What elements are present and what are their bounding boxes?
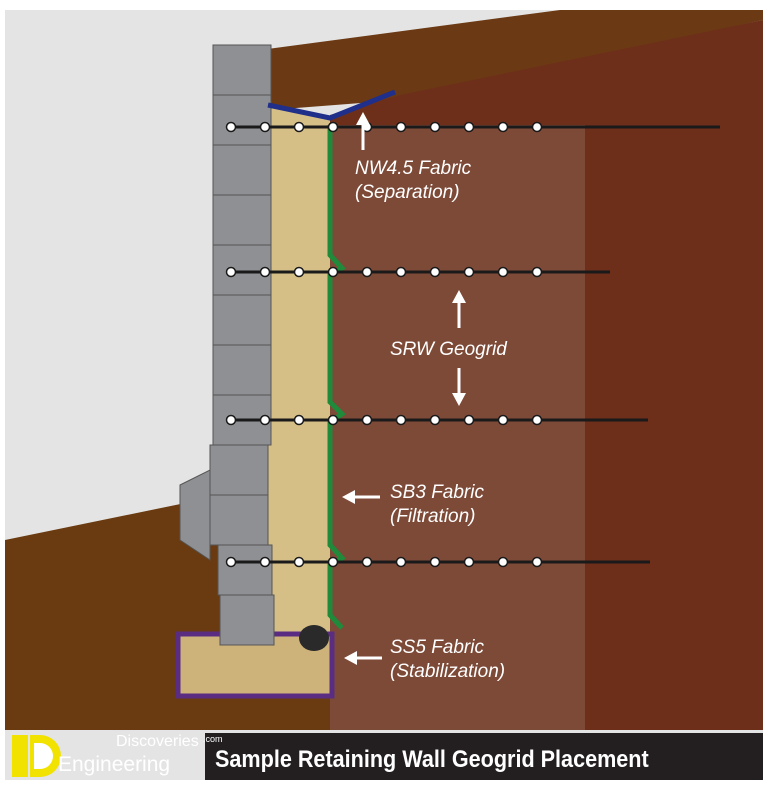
geogrid-node bbox=[225, 556, 237, 568]
geogrid-node bbox=[395, 556, 407, 568]
geogrid-node bbox=[259, 266, 271, 278]
geogrid-node bbox=[463, 556, 475, 568]
logo-engineering: Engineering bbox=[58, 753, 171, 776]
geogrid-node bbox=[225, 266, 237, 278]
geogrid-node bbox=[293, 121, 305, 133]
label-line: SS5 Fabric bbox=[390, 637, 484, 658]
logo-discoveries: Discoveries bbox=[116, 733, 199, 750]
geogrid-node bbox=[225, 121, 237, 133]
geogrid-node bbox=[429, 121, 441, 133]
geogrid-node bbox=[293, 266, 305, 278]
sb3-fabric-label: SB3 Fabric (Filtration) bbox=[390, 481, 484, 529]
geogrid-node bbox=[259, 556, 271, 568]
geogrid-node bbox=[327, 266, 339, 278]
geogrid-node bbox=[531, 266, 543, 278]
diagram-title: Sample Retaining Wall Geogrid Placement bbox=[215, 746, 649, 773]
geogrid-node bbox=[293, 414, 305, 426]
geogrid-node bbox=[327, 121, 339, 133]
srw-geogrid-label: SRW Geogrid bbox=[390, 339, 507, 360]
label-line: SB3 Fabric bbox=[390, 482, 484, 503]
logo-com: .com bbox=[203, 734, 223, 744]
ss5-fabric-label: SS5 Fabric (Stabilization) bbox=[390, 636, 505, 684]
geogrid-node bbox=[225, 414, 237, 426]
title-banner bbox=[205, 733, 763, 780]
arrows bbox=[342, 112, 466, 665]
label-line: (Stabilization) bbox=[390, 661, 506, 682]
geogrid-node bbox=[361, 414, 373, 426]
geogrid-node bbox=[395, 121, 407, 133]
geogrid-node bbox=[531, 414, 543, 426]
label-line: (Separation) bbox=[355, 182, 460, 203]
nw45-fabric-label: NW4.5 Fabric (Separation) bbox=[355, 157, 471, 205]
geogrid-node bbox=[531, 121, 543, 133]
geogrid-node bbox=[497, 556, 509, 568]
separation-fabric bbox=[267, 89, 396, 121]
geogrid-node bbox=[327, 556, 339, 568]
geogrid-node bbox=[463, 414, 475, 426]
geogrid-node bbox=[293, 556, 305, 568]
geogrid-node bbox=[463, 121, 475, 133]
geogrid-node bbox=[327, 414, 339, 426]
label-line: NW4.5 Fabric bbox=[355, 158, 472, 179]
geogrid-node bbox=[259, 414, 271, 426]
ground-surface bbox=[260, 10, 763, 110]
reinforced-soil-zone bbox=[330, 125, 585, 730]
geogrid-node bbox=[497, 266, 509, 278]
geogrid-node bbox=[497, 121, 509, 133]
drain-pipe bbox=[299, 625, 329, 651]
geogrid-node bbox=[463, 266, 475, 278]
geogrid-node bbox=[361, 556, 373, 568]
geogrid-node bbox=[395, 414, 407, 426]
geogrid-node bbox=[429, 556, 441, 568]
geogrid-node bbox=[361, 266, 373, 278]
geogrid-node bbox=[259, 121, 271, 133]
engineering-discoveries-logo-icon bbox=[12, 735, 61, 777]
geogrid-node bbox=[395, 266, 407, 278]
geogrid-node bbox=[531, 556, 543, 568]
geogrid-node bbox=[429, 266, 441, 278]
geogrid-node bbox=[497, 414, 509, 426]
geogrid-node bbox=[429, 414, 441, 426]
label-line: (Filtration) bbox=[390, 506, 476, 527]
